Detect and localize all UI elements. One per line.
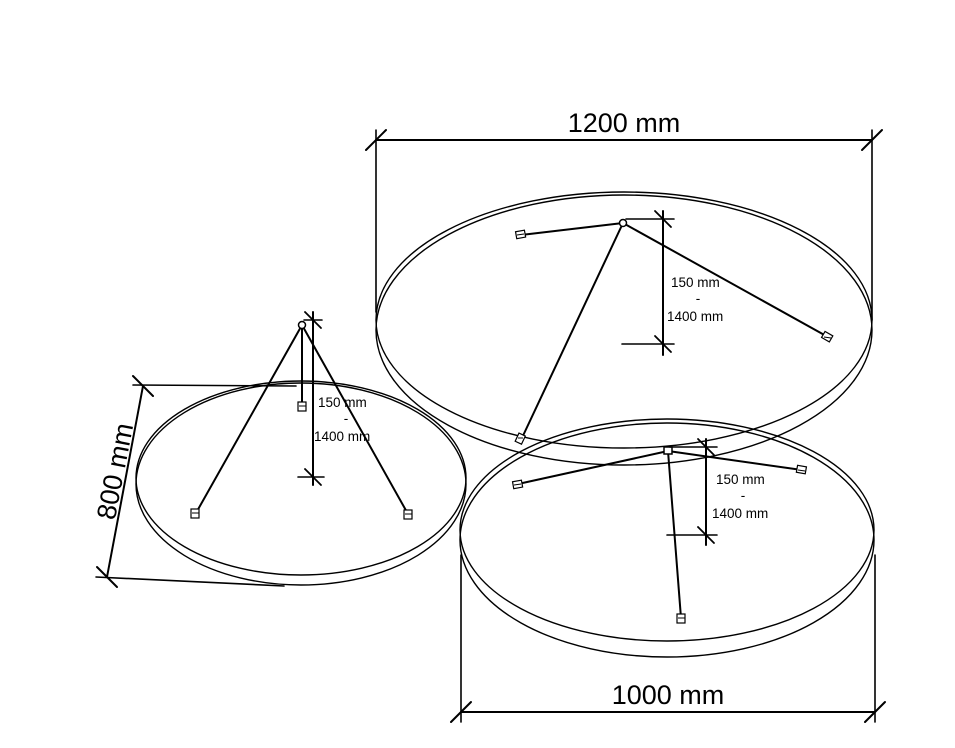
panel-small	[135, 380, 467, 586]
dimension-label-1000: 1000 mm	[612, 680, 725, 710]
suspension-large	[514, 218, 834, 446]
height-range-separator: -	[344, 411, 349, 426]
dimension-label-800: 800 mm	[91, 421, 139, 522]
clip-icon	[676, 613, 686, 624]
height-range-small: 150 mm - 1400 mm	[297, 311, 370, 486]
clip-icon	[820, 330, 834, 343]
height-range-separator: -	[696, 291, 701, 306]
clip-icon	[297, 401, 307, 412]
panel-medium	[459, 418, 875, 658]
dimension-label-1200: 1200 mm	[568, 108, 681, 138]
panel-large	[375, 191, 873, 466]
height-range-max: 1400 mm	[667, 309, 723, 324]
clip-icon	[190, 508, 200, 519]
panel-small-edge	[135, 382, 467, 586]
clip-icon	[403, 509, 413, 520]
height-range-large: 150 mm - 1400 mm	[621, 210, 723, 356]
clip-icon	[795, 464, 808, 475]
height-range-medium: 150 mm - 1400 mm	[666, 438, 768, 546]
panel-medium-top	[459, 418, 875, 642]
hub-small	[297, 320, 307, 330]
dimension-1200: 1200 mm	[365, 108, 883, 321]
height-range-min: 150 mm	[716, 472, 765, 487]
height-range-max: 1400 mm	[314, 429, 370, 444]
height-range-max: 1400 mm	[712, 506, 768, 521]
hub-large	[618, 218, 628, 228]
hub-medium	[663, 446, 673, 455]
panel-large-edge	[375, 194, 873, 466]
height-range-min: 150 mm	[318, 395, 367, 410]
dimension-1000: 1000 mm	[450, 554, 886, 723]
suspension-small	[190, 320, 413, 520]
clip-icon	[514, 229, 527, 240]
panel-medium-edge	[459, 422, 875, 658]
clip-icon	[511, 479, 524, 490]
height-range-separator: -	[741, 488, 746, 503]
clip-icon	[514, 432, 527, 446]
height-range-min: 150 mm	[671, 275, 720, 290]
